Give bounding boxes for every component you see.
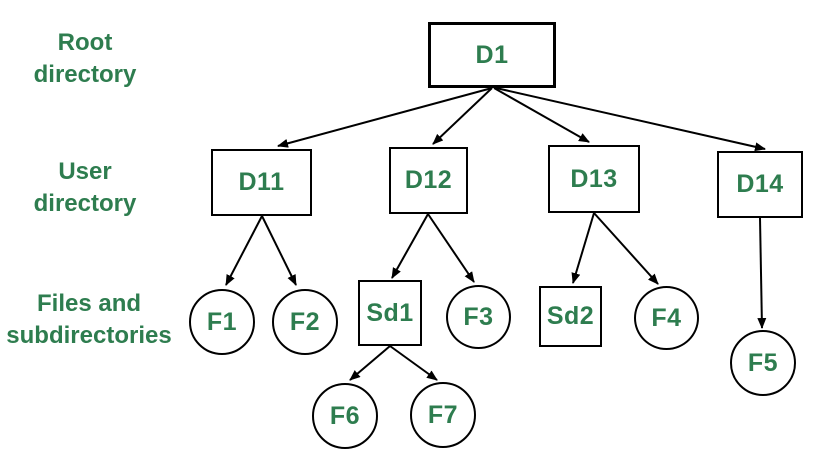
node-sd1-subdirectory: Sd1 (358, 280, 422, 346)
node-d11-user-directory: D11 (211, 149, 312, 216)
node-f3-file: F3 (446, 285, 511, 349)
node-d1-root-directory: D1 (428, 22, 556, 88)
row-label-files-and-subdirectories: Files and subdirectories (6, 290, 172, 349)
node-f6-file: F6 (312, 383, 378, 449)
edge-d14-f5 (757, 217, 767, 329)
edge-d12-f3 (427, 213, 475, 283)
node-f5-file: F5 (730, 330, 796, 396)
row-label-root-directory: Root directory (33, 29, 137, 88)
node-sd2-subdirectory: Sd2 (539, 286, 602, 347)
edge-sd1-f6 (349, 345, 391, 381)
edge-d12-sd1 (391, 213, 429, 279)
edge-d11-f1 (225, 215, 263, 286)
edge-d13-f4 (593, 212, 659, 285)
edge-d1-d11 (277, 87, 493, 148)
node-f2-file: F2 (272, 289, 338, 355)
node-f4-file: F4 (634, 286, 699, 350)
edge-d1-d12 (432, 87, 493, 145)
node-d12-user-directory: D12 (389, 147, 468, 214)
edge-d13-sd2 (571, 212, 595, 284)
node-f1-file: F1 (189, 289, 255, 355)
edge-d1-d13 (493, 87, 590, 143)
node-f7-file: F7 (410, 382, 476, 448)
edge-d11-f2 (261, 215, 297, 286)
node-d14-user-directory: D14 (717, 151, 803, 218)
node-d13-user-directory: D13 (548, 145, 640, 213)
edge-d1-d14 (495, 87, 766, 152)
edge-sd1-f7 (389, 345, 438, 381)
row-label-user-directory: User directory (33, 158, 137, 217)
